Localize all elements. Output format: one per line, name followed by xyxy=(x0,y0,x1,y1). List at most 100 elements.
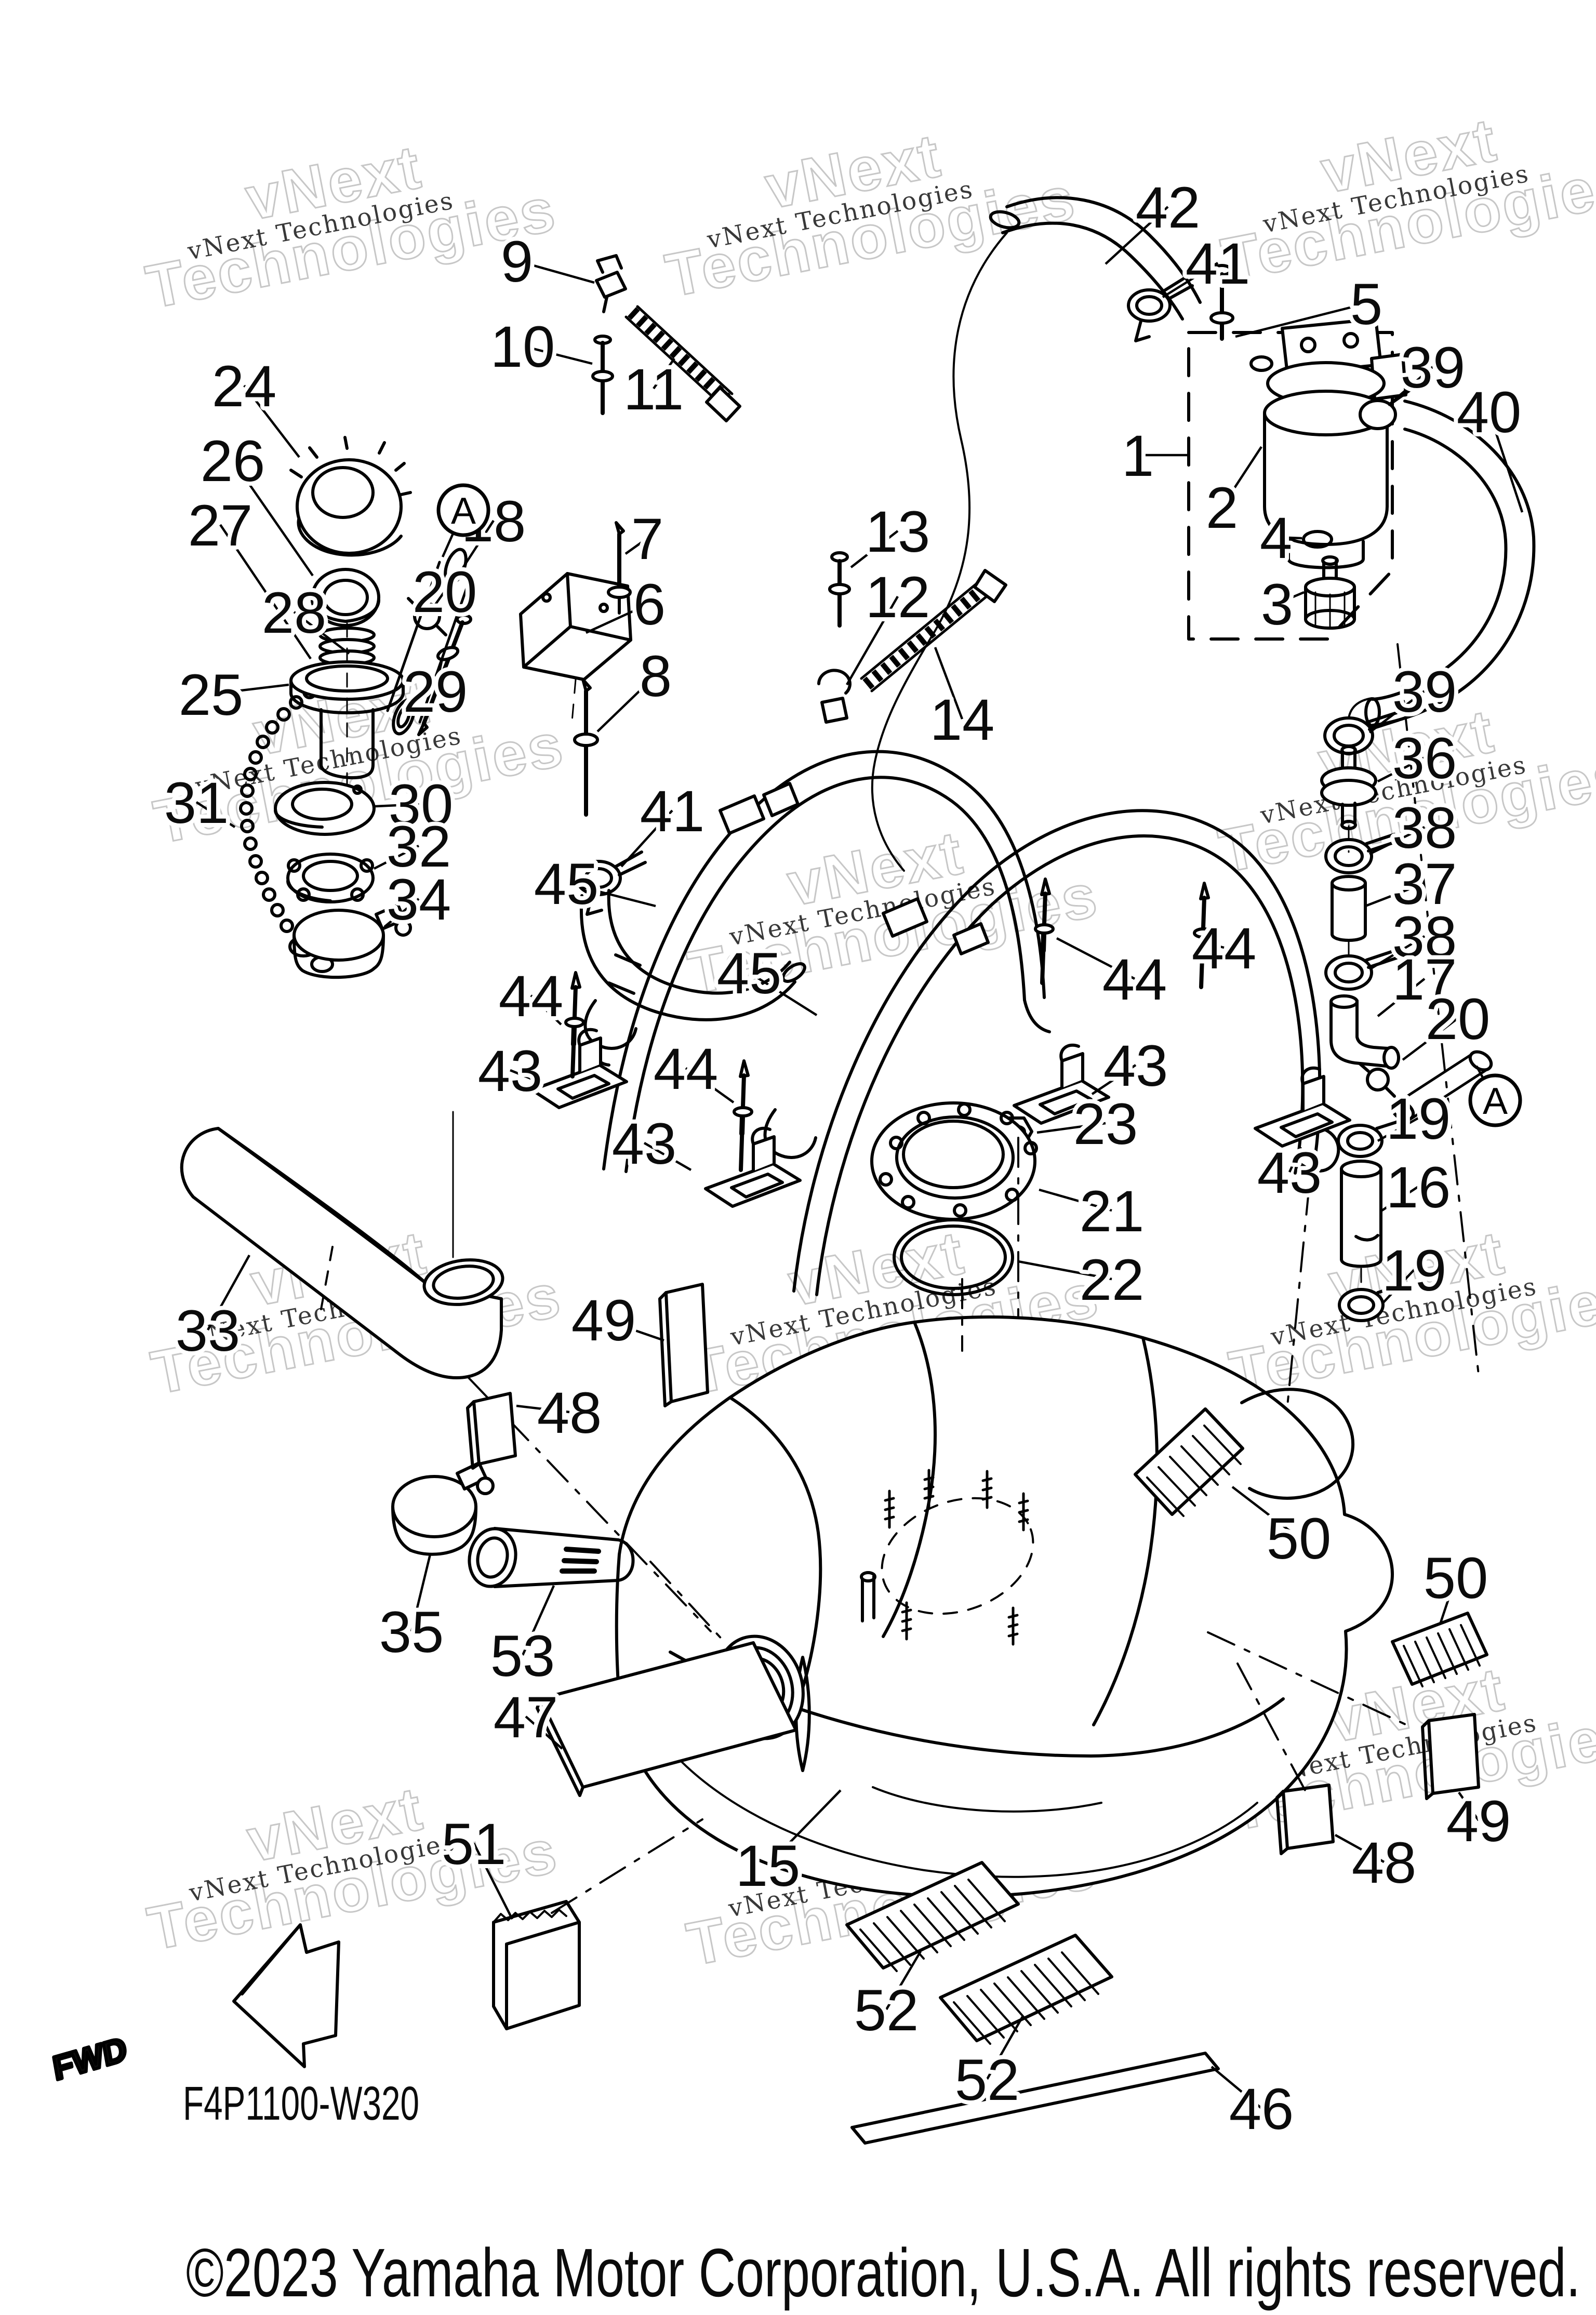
leader-49 xyxy=(1458,1791,1480,1821)
callout-15: 15 xyxy=(736,1833,801,1898)
leader-6 xyxy=(586,602,650,634)
leader-47 xyxy=(525,1715,563,1750)
drive-pin-44 xyxy=(733,1059,753,1172)
callout-41: 41 xyxy=(640,779,705,844)
leader-17 xyxy=(1377,978,1426,1017)
callout-43: 43 xyxy=(478,1039,543,1103)
callout-50: 50 xyxy=(1424,1546,1488,1611)
pad-47 xyxy=(536,1641,797,1797)
leader-4 xyxy=(1275,536,1302,540)
callout-38: 38 xyxy=(1392,904,1457,969)
filter-outlet-clamp xyxy=(1359,399,1397,430)
leader-5 xyxy=(1235,302,1367,338)
callout-12: 12 xyxy=(866,565,930,630)
damper-box-6 xyxy=(519,572,632,728)
leader-3 xyxy=(1276,591,1305,605)
callout-3: 3 xyxy=(1261,572,1293,637)
leader-24 xyxy=(243,384,300,458)
leader-23 xyxy=(1036,1122,1106,1134)
leader-50 xyxy=(1231,1486,1300,1539)
callout-31: 31 xyxy=(164,770,229,835)
callout-30: 30 xyxy=(389,773,454,837)
leader-32 xyxy=(373,844,420,870)
fuel-filter-assembly xyxy=(989,196,1536,727)
callout-2: 2 xyxy=(1206,475,1238,540)
leader-12 xyxy=(846,595,899,686)
leader-22 xyxy=(1018,1260,1112,1281)
callout-26: 26 xyxy=(201,429,265,494)
fwd-label: FWD xyxy=(50,2030,130,2087)
joint-tube-16 xyxy=(1340,1160,1382,1268)
pad-49 xyxy=(1421,1713,1480,1800)
filler-hose-33 xyxy=(180,1127,504,1380)
filler-hose-group xyxy=(180,1111,725,1643)
leader-50 xyxy=(1439,1577,1457,1625)
leader-39 xyxy=(1368,690,1426,734)
callout-13: 13 xyxy=(866,499,930,564)
view-reference-bubbles: AA xyxy=(436,483,1522,1127)
leader-29 xyxy=(434,656,444,691)
view-ref-label: A xyxy=(1483,1081,1508,1122)
pads-and-dampers xyxy=(466,1283,1488,2145)
leader-41 xyxy=(1162,262,1219,298)
leader-19 xyxy=(1381,1269,1415,1305)
tank-studs xyxy=(884,1469,1029,1646)
leader-51 xyxy=(472,1842,514,1920)
leader-8 xyxy=(596,674,657,733)
callout-32: 32 xyxy=(387,814,451,879)
leader-44 xyxy=(530,994,562,1026)
leader-34 xyxy=(383,898,420,928)
cap-keeper-20 xyxy=(407,597,447,636)
leader-48 xyxy=(516,1404,570,1414)
screw-7 xyxy=(607,521,632,615)
screw-8 xyxy=(573,678,599,817)
construction-lines xyxy=(551,643,1480,1914)
leader-42 xyxy=(1105,206,1169,265)
leader-25 xyxy=(210,683,289,696)
callout-34: 34 xyxy=(387,867,451,932)
view-ref-label: A xyxy=(451,490,476,532)
callout-37: 37 xyxy=(1392,852,1457,916)
ribbed-pad-51 xyxy=(492,1900,581,2030)
callout-21: 21 xyxy=(1080,1179,1145,1244)
leader-45 xyxy=(748,972,818,1016)
leader-38 xyxy=(1369,826,1425,856)
filter-drain-cup xyxy=(1304,555,1356,630)
leader-19 xyxy=(1377,1117,1419,1142)
leader-48 xyxy=(1334,1834,1385,1863)
callout-43: 43 xyxy=(1103,1033,1168,1098)
leader-33 xyxy=(207,1254,250,1331)
filler-neck-25 xyxy=(289,622,405,791)
leader-27 xyxy=(219,524,312,660)
callout-44: 44 xyxy=(1192,916,1257,981)
leader-44 xyxy=(685,1067,735,1103)
callout-11: 11 xyxy=(623,357,684,422)
hose-clamp-19 xyxy=(1337,1119,1404,1158)
fuel-gauge-set xyxy=(870,1101,1038,1591)
leader-39 xyxy=(1387,366,1434,406)
fuel-cap-24 xyxy=(289,436,412,557)
leader-37 xyxy=(1365,882,1425,908)
ribbed-pad-52 xyxy=(845,1861,1020,1972)
leader-43 xyxy=(1091,1064,1137,1095)
clip-screw-9 xyxy=(595,254,627,313)
pad-48 xyxy=(466,1392,517,1470)
joint-tube-37 xyxy=(1331,875,1367,942)
callout-40: 40 xyxy=(1457,380,1522,445)
leader-18 xyxy=(452,520,495,584)
callout-43: 43 xyxy=(612,1111,677,1176)
callout-33: 33 xyxy=(176,1298,241,1363)
callout-43: 43 xyxy=(1257,1140,1322,1205)
callout-17: 17 xyxy=(1392,947,1457,1012)
callout-44: 44 xyxy=(499,964,564,1029)
pad-48 xyxy=(1275,1784,1335,1855)
copyright-line: ©2023 Yamaha Motor Corporation, U.S.A. A… xyxy=(186,2234,1580,2311)
callout-22: 22 xyxy=(1080,1247,1145,1312)
cable-tie-14 xyxy=(860,569,1007,693)
filler-cap-group xyxy=(239,436,1007,1021)
leader-7 xyxy=(624,537,648,555)
leader-35 xyxy=(410,1554,432,1632)
drawing-code: F4P1100-W320 xyxy=(183,2077,419,2130)
check-valve-36 xyxy=(1320,745,1377,830)
